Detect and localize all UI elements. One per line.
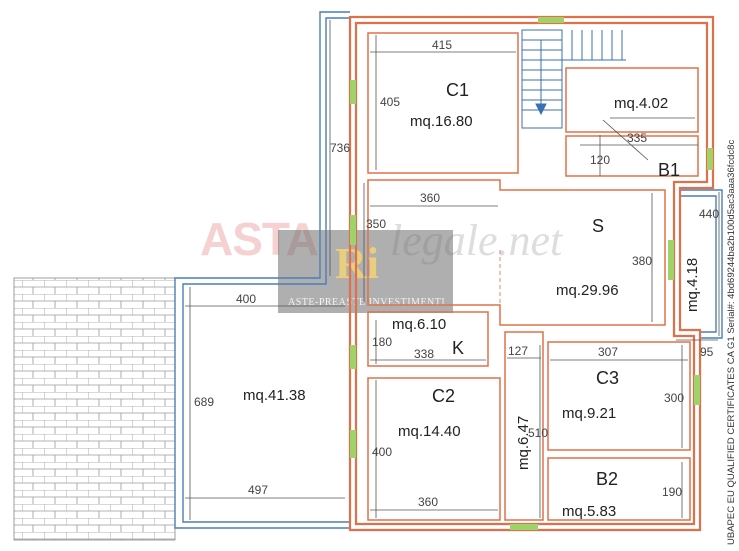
dim-corridor-width: 127	[508, 344, 528, 358]
dim-terrace-height: 689	[194, 395, 214, 409]
dim-terrace-width-bottom: 497	[248, 483, 268, 497]
room-b2	[547, 457, 691, 521]
dim-corridor-height: 510	[528, 426, 548, 440]
balcony-outline	[680, 189, 723, 339]
room-label-s: S	[592, 216, 604, 236]
area-k: mq.6.10	[392, 316, 446, 333]
area-terrace: mq.41.38	[243, 387, 306, 404]
room-label-b1: B1	[658, 160, 680, 180]
dim-c3-width: 307	[598, 345, 618, 359]
dimension-lines	[185, 20, 720, 520]
dim-c2-height: 400	[372, 445, 392, 459]
area-b1: mq.4.02	[614, 95, 668, 112]
watermark-subtitle: ASTE-PREASTE INVESTIMENTI	[288, 297, 446, 308]
dim-b1-width: 335	[627, 131, 647, 145]
dim-stair-height: 736	[330, 141, 350, 155]
dim-terrace-width-top: 400	[236, 292, 256, 306]
corridor	[504, 331, 544, 521]
room-c1	[367, 32, 519, 174]
area-corridor: mq.6.47	[515, 416, 532, 470]
room-s	[367, 179, 666, 326]
area-c1: mq.16.80	[410, 113, 473, 130]
dim-s-right-height: 380	[632, 254, 652, 268]
room-b1-lower	[565, 135, 699, 177]
dim-c2-width: 360	[418, 495, 438, 509]
terrace-outline-inner	[182, 17, 350, 523]
windows	[350, 17, 713, 530]
dim-c3-height: 300	[664, 391, 684, 405]
dim-s-height: 350	[366, 217, 386, 231]
room-k	[367, 311, 489, 367]
certificate-text: UBAPEC EU QUALIFIED CERTIFICATES CA G1 S…	[726, 139, 737, 545]
room-label-k: K	[452, 338, 464, 358]
room-label-c1: C1	[446, 80, 469, 100]
area-balcony: mq.4.18	[684, 258, 701, 312]
staircase	[521, 29, 626, 129]
room-c3	[547, 341, 691, 451]
area-b2: mq.5.83	[562, 503, 616, 520]
room-label-b2: B2	[596, 469, 618, 489]
dim-s-width: 360	[420, 191, 440, 205]
dim-b1-depth: 120	[590, 153, 610, 167]
balcony-outline-inner	[680, 195, 717, 333]
dim-c1-height: 405	[380, 95, 400, 109]
area-c2: mq.14.40	[398, 423, 461, 440]
dim-c1-width: 415	[432, 38, 452, 52]
area-c3: mq.9.21	[562, 405, 616, 422]
dim-balcony-depth: 95	[700, 345, 714, 359]
room-c2	[367, 377, 501, 521]
room-label-c3: C3	[596, 368, 619, 388]
dim-k-height: 180	[372, 335, 392, 349]
watermark-box	[278, 230, 453, 313]
paved-area	[13, 277, 176, 541]
dim-b2-height: 190	[662, 485, 682, 499]
area-s: mq.29.96	[556, 282, 619, 299]
building-wall-inner	[354, 21, 709, 526]
building-wall	[348, 15, 715, 532]
room-b1	[565, 67, 699, 133]
dim-balcony-height: 440	[699, 207, 719, 221]
dim-k-width: 338	[414, 347, 434, 361]
room-label-c2: C2	[432, 386, 455, 406]
terrace-outline-outer	[174, 11, 350, 529]
